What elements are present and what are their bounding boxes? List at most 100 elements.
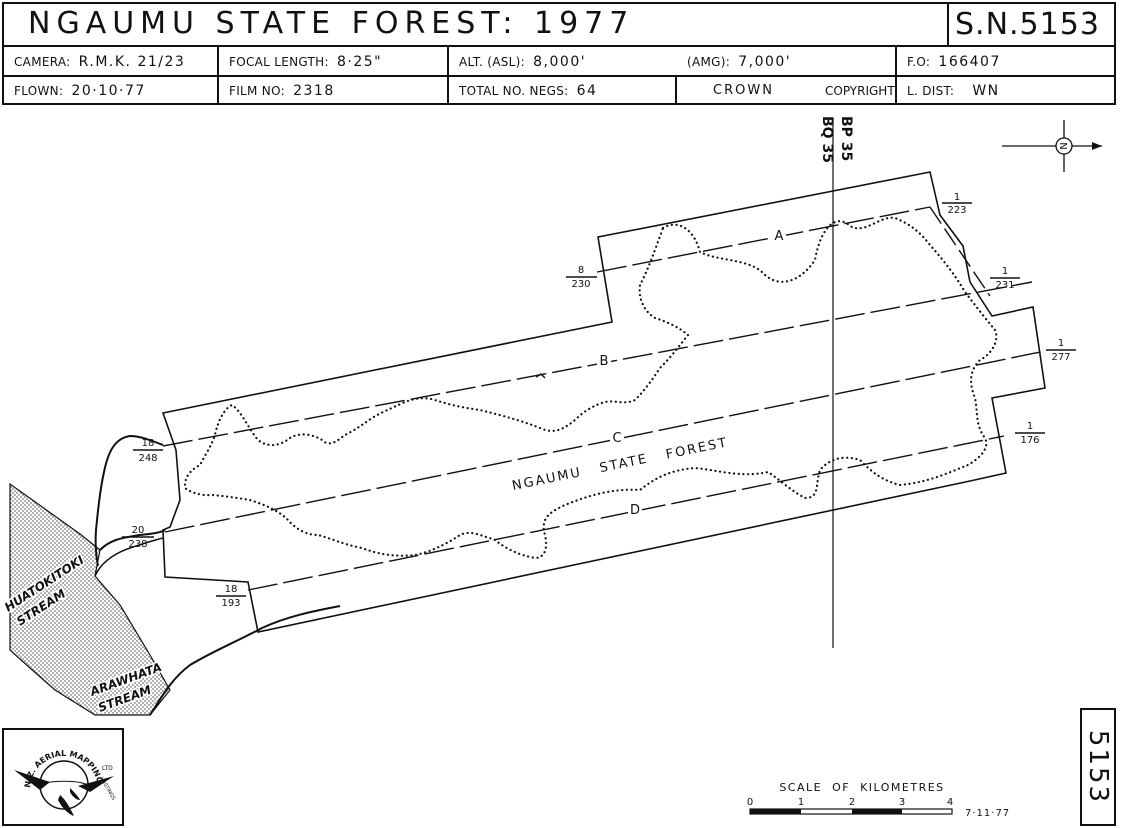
frame-top: 18: [142, 438, 155, 449]
sheet-number-vertical-box: 5153: [1080, 708, 1116, 826]
scale-tick-0: 0: [747, 797, 753, 808]
scale-title: SCALE OF KILOMETRES: [779, 781, 944, 794]
flown-label: FLOWN:: [14, 84, 64, 98]
flight-run-d: [247, 435, 1005, 591]
frame-top: 1: [1058, 338, 1064, 349]
negs-value: 64: [576, 83, 598, 99]
flown-cell: FLOWN: 20·10·77: [4, 77, 219, 105]
alt-amg-label: (AMG):: [687, 55, 731, 69]
run-labels: A B C D: [597, 228, 786, 518]
frame-bottom: 238: [128, 539, 147, 550]
frame-top: 1: [1027, 421, 1033, 432]
ldist-cell: L. DIST: WN: [897, 77, 1114, 105]
logo-wing-left: [14, 770, 50, 790]
frame-number-1-231: 1 231: [990, 266, 1020, 291]
forest-boundary: [183, 216, 998, 560]
header-title-row: NGAUMU STATE FOREST: 1977 S.N.5153: [4, 4, 1114, 47]
camera-value: R.M.K. 21/23: [78, 54, 186, 70]
frame-bottom: 230: [571, 279, 590, 290]
north-arrow-head: [1092, 142, 1102, 150]
focal-cell: FOCAL LENGTH: 8·25": [219, 47, 449, 75]
compilation-date: 7·11·77: [965, 808, 1010, 819]
ldist-value: WN: [972, 83, 1000, 99]
scale-tick-2: 2: [849, 797, 855, 808]
frame-top: 1: [1002, 266, 1008, 277]
scale-bar-segment-0-1: [750, 809, 801, 814]
north-arrow-circle: [1055, 137, 1073, 155]
frame-top: 8: [578, 265, 584, 276]
frame-number-1-223: 1 223: [942, 192, 972, 216]
run-label-b: B: [600, 354, 609, 369]
run-label-c: C: [612, 431, 621, 446]
frame-number-20-238: 20 238: [122, 525, 154, 550]
header-row-3: FLOWN: 20·10·77 FILM NO: 2318 TOTAL NO. …: [4, 77, 1114, 105]
photo-block-outline: [161, 171, 1046, 633]
negs-label: TOTAL NO. NEGS:: [459, 84, 569, 98]
sheet-number: S.N.5153: [947, 4, 1118, 45]
run-label-a: A: [775, 229, 784, 244]
coast-line-north: [94, 434, 164, 567]
scale-bar: SCALE OF KILOMETRES 0 1 2 3 4 7·11·77: [747, 781, 1010, 819]
logo-frame: [2, 728, 124, 826]
river-area-huatokitoki: [9, 482, 171, 716]
frame-number-1-176: 1 176: [1015, 421, 1045, 446]
ldist-label: L. DIST:: [907, 84, 955, 98]
stream-line-estuary: [149, 605, 341, 716]
film-value: 2318: [293, 83, 335, 99]
scale-tick-4: 4: [947, 797, 953, 808]
crown-text: CROWN: [713, 83, 774, 98]
alt-amg-cell: (AMG): 7,000': [677, 47, 897, 75]
frame-number-1-277: 1 277: [1046, 338, 1076, 363]
frame-bottom: 277: [1051, 352, 1070, 363]
frame-bottom: 248: [138, 453, 157, 464]
sheet-number-vertical: 5153: [1083, 729, 1113, 805]
alt-amg-value: 7,000': [738, 54, 792, 70]
crown-copyright-cell: CROWN COPYRIGHT: [677, 77, 897, 105]
frame-number-18-248: 18 248: [133, 438, 163, 464]
frame-bottom: 231: [995, 280, 1014, 291]
flight-run-c: [164, 350, 1046, 533]
camera-label: CAMERA:: [14, 55, 71, 69]
feature-mark: [535, 373, 546, 379]
grid-label-bp35: BP 35: [838, 116, 854, 161]
film-cell: FILM NO: 2318: [219, 77, 449, 105]
flight-run-a-ext: [929, 206, 991, 297]
header-table: NGAUMU STATE FOREST: 1977 S.N.5153 CAMER…: [2, 2, 1116, 105]
frame-top: 18: [225, 584, 238, 595]
alt-asl-cell: ALT. (ASL): 8,000': [449, 47, 677, 75]
film-label: FILM NO:: [229, 84, 285, 98]
fo-value: 166407: [938, 54, 1001, 70]
logo-wing-right: [78, 776, 114, 792]
frame-number-8-230: 8 230: [566, 265, 597, 290]
frame-bottom: 223: [947, 205, 966, 216]
run-label-d: D: [630, 503, 640, 518]
stream-line-left-inlet: [94, 537, 164, 577]
focal-value: 8·25": [337, 54, 383, 70]
stream-line-upper: [99, 529, 166, 551]
scale-tick-1: 1: [798, 797, 804, 808]
flown-value: 20·10·77: [71, 83, 146, 99]
scale-bar-segment-2-3: [852, 809, 902, 814]
header-row-2: CAMERA: R.M.K. 21/23 FOCAL LENGTH: 8·25"…: [4, 47, 1114, 77]
frame-number-18-193: 18 193: [216, 584, 246, 609]
flight-run-a: [596, 206, 931, 273]
fo-label: F.O:: [907, 55, 931, 69]
logo-text-ltd: LTD: [102, 765, 113, 772]
camera-cell: CAMERA: R.M.K. 21/23: [4, 47, 219, 75]
grid-label-bq35: BQ 35: [819, 116, 835, 163]
frame-bottom: 193: [221, 598, 240, 609]
logo-nz-north: [70, 788, 80, 800]
sheet-title: NGAUMU STATE FOREST: 1977: [28, 6, 635, 41]
logo-nz-map: [58, 795, 74, 816]
frame-top: 1: [954, 192, 960, 203]
copyright-text: COPYRIGHT: [825, 84, 895, 98]
focal-label: FOCAL LENGTH:: [229, 55, 329, 69]
scale-tick-3: 3: [899, 797, 905, 808]
fo-cell: F.O: 166407: [897, 47, 1114, 75]
north-symbol: N: [1057, 142, 1068, 149]
frame-top: 20: [132, 525, 145, 536]
alt-asl-label: ALT. (ASL):: [459, 55, 525, 69]
north-arrow: N: [1002, 120, 1102, 172]
